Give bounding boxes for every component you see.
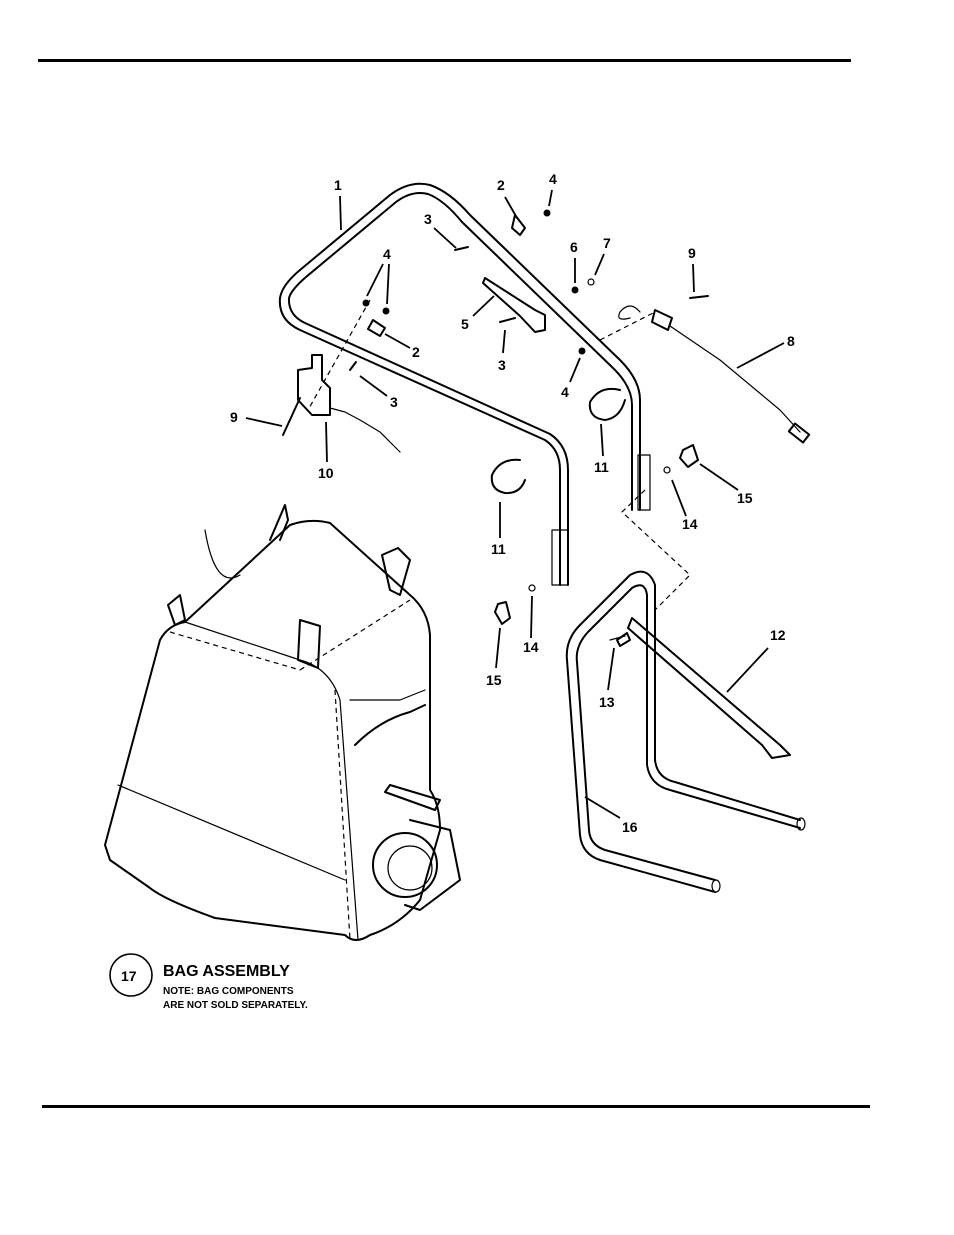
callout-15: 15	[737, 490, 753, 506]
hardware	[350, 210, 594, 371]
callout-3: 3	[390, 394, 398, 410]
legend-note-line2: ARE NOT SOLD SEPARATELY.	[163, 1000, 308, 1011]
callout-14: 14	[523, 639, 539, 655]
callout-5: 5	[461, 316, 469, 332]
callout-3: 3	[424, 211, 432, 227]
callout-6: 6	[570, 239, 578, 255]
callout-13: 13	[599, 694, 615, 710]
callout-12: 12	[770, 627, 786, 643]
support-rod	[610, 618, 790, 758]
callout-10: 10	[318, 465, 334, 481]
legend-title: BAG ASSEMBLY	[163, 963, 290, 981]
callout-7: 7	[603, 235, 611, 251]
callout-11: 11	[594, 459, 609, 475]
control-bracket	[283, 355, 400, 452]
callout-1: 1	[334, 177, 342, 193]
callout-4: 4	[561, 384, 569, 400]
callout-9: 9	[688, 245, 696, 261]
callout-16: 16	[622, 819, 638, 835]
callout-9: 9	[230, 409, 238, 425]
legend-marker: 17	[110, 954, 152, 996]
callout-2: 2	[497, 177, 505, 193]
cable-part-8	[619, 296, 809, 442]
legend-note-line1: NOTE: BAG COMPONENTS	[163, 986, 294, 997]
upper-handle	[280, 184, 650, 585]
callout-17: 17	[121, 968, 137, 984]
callout-4: 4	[549, 171, 557, 187]
callout-2: 2	[412, 344, 420, 360]
callout-3: 3	[498, 357, 506, 373]
callout-8: 8	[787, 333, 795, 349]
callout-4: 4	[383, 246, 391, 262]
callout-11: 11	[491, 541, 506, 557]
lower-handle	[567, 572, 805, 892]
callout-15: 15	[486, 672, 502, 688]
bracket-part-5	[483, 278, 545, 332]
callout-14: 14	[682, 516, 698, 532]
bag-assembly	[105, 505, 460, 940]
